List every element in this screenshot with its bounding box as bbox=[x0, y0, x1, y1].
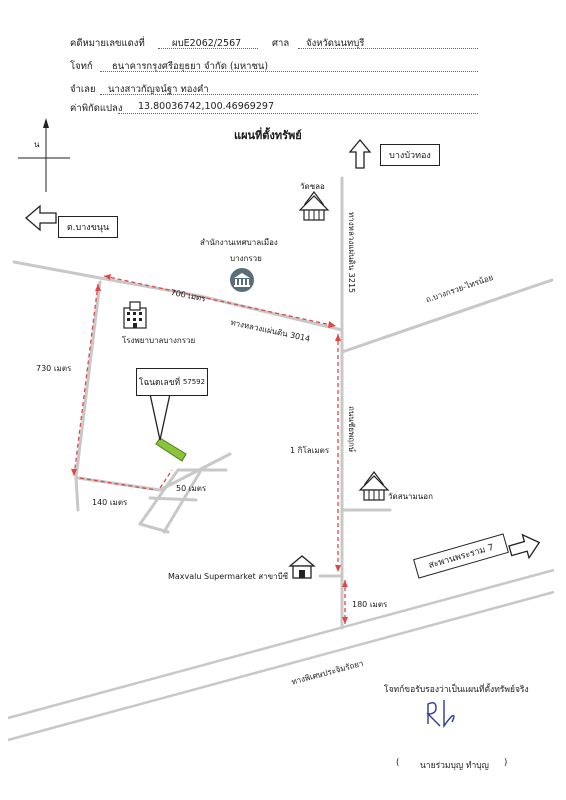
bangkhanun-box: ต.บางขนุน bbox=[58, 216, 118, 238]
roads bbox=[12, 176, 554, 630]
plot-label: โฉนดเลขที่ bbox=[138, 378, 181, 388]
road-3215-label: ทางหลวงแผ่นดิน 3215 bbox=[347, 212, 356, 294]
left-arrow-icon bbox=[25, 204, 57, 232]
plot-callout-box: โฉนดเลขที่ 57592 bbox=[136, 368, 208, 396]
plaintiff-label: โจทก์ bbox=[70, 61, 93, 72]
signature-mark bbox=[426, 700, 455, 729]
expressway bbox=[7, 568, 555, 742]
hospital-icon bbox=[123, 301, 147, 329]
map-title: แผนที่ตั้งทรัพย์ bbox=[234, 129, 302, 142]
defendant-value: นางสาวกัญจน์ฐา ทองคำ bbox=[108, 84, 209, 95]
court-value: จังหวัดนนทบุรี bbox=[306, 38, 365, 49]
temple-icon bbox=[358, 471, 390, 501]
municipal-office-label-1: สำนักงานเทศบาลเมือง bbox=[200, 238, 278, 247]
temple-icon bbox=[298, 191, 330, 221]
case-number-label: คดีหมายเลขแดงที่ bbox=[70, 38, 145, 49]
north-arrow-icon bbox=[18, 118, 70, 192]
plot-callout-pointer bbox=[149, 393, 171, 441]
coords-value: 13.80036742,100.46969297 bbox=[138, 101, 274, 112]
defendant-label: จำเลย bbox=[70, 84, 96, 95]
plot-marker bbox=[155, 437, 187, 462]
municipal-office-label-2: บางกรวย bbox=[230, 254, 262, 263]
court-label: ศาล bbox=[272, 38, 290, 49]
plaintiff-value: ธนาคารกรุงศรีอยุธยา จำกัด (มหาชน) bbox=[112, 61, 269, 72]
signer-name: นายร่วมบุญ ทำบุญ bbox=[420, 761, 489, 771]
distance-50-label: 50 เมตร bbox=[176, 484, 207, 493]
signer-close-paren: ) bbox=[504, 758, 508, 768]
distance-1km-label: 1 กิโลเมตร bbox=[290, 446, 330, 455]
distance-730-label: 730 เมตร bbox=[36, 364, 72, 373]
signer-open-paren: ( bbox=[396, 758, 400, 768]
wat-mo-label: วัดชลอ bbox=[300, 182, 325, 191]
coords-label: ค่าพิกัดแปลง bbox=[70, 103, 123, 114]
case-number-value: ผบE2062/2567 bbox=[172, 38, 242, 49]
maxvalu-label: Maxvalu Supermarket สาขาบีซี bbox=[168, 572, 289, 581]
wat-sanam-nok-label: วัดสนามนอก bbox=[388, 492, 433, 501]
distance-lines bbox=[73, 275, 346, 624]
certify-text: โจทก์ขอรับรองว่าเป็นแผนที่ตั้งทรัพย์จริง bbox=[384, 685, 529, 695]
bangbuathong-box: บางบัวทอง bbox=[380, 144, 440, 166]
road-chaiyaphruek-label: ถนนชัยพฤกษ์ bbox=[347, 406, 356, 453]
hospital-label: โรงพยาบาลบางกรวย bbox=[122, 336, 196, 345]
store-icon bbox=[288, 555, 316, 579]
right-arrow-icon bbox=[508, 533, 541, 560]
distance-180-label: 180 เมตร bbox=[352, 600, 388, 609]
up-arrow-icon bbox=[348, 138, 372, 169]
north-label: น bbox=[34, 140, 40, 149]
distance-140-label: 140 เมตร bbox=[92, 498, 128, 507]
distance-arrowheads bbox=[71, 274, 348, 624]
plot-number: 57592 bbox=[182, 378, 206, 386]
government-building-icon bbox=[230, 268, 254, 292]
